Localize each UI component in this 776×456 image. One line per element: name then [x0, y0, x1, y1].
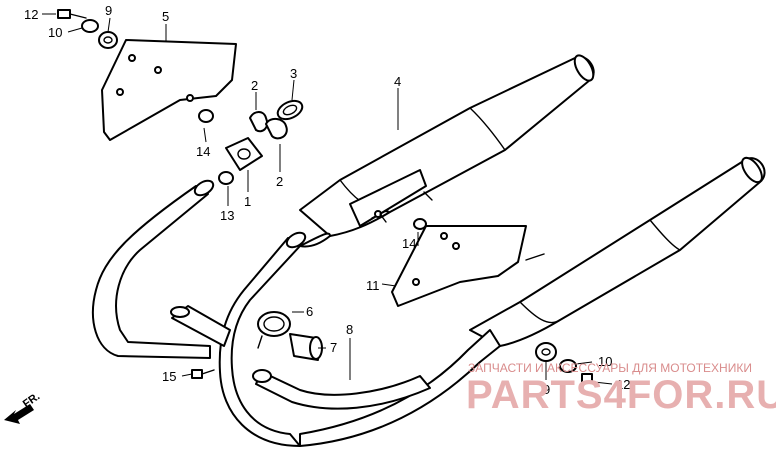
ring-3: [276, 99, 304, 121]
callout-2-top: 2: [251, 78, 258, 93]
gasket-2: [249, 111, 288, 140]
callout-13: 13: [220, 208, 234, 223]
rubber-9-lower: [535, 342, 557, 362]
watermark-brand: PARTS4FOR.RU: [466, 373, 776, 417]
nut-14-lower: [413, 218, 427, 230]
bolt-12-lower: [581, 373, 593, 384]
muffler-stays: [349, 169, 433, 227]
direction-label: FR.: [21, 390, 42, 410]
bolt-12-top: [57, 9, 87, 19]
callout-10-top: 10: [48, 25, 62, 40]
front-direction-arrow: FR.: [4, 390, 42, 424]
callout-2-bottom: 2: [276, 174, 283, 189]
callout-14-lower: 14: [402, 236, 416, 251]
callout-9-top: 9: [105, 3, 112, 18]
callout-10-lower: 10: [598, 354, 612, 369]
leader-lines: [42, 13, 613, 385]
nut-14-top: [198, 109, 214, 123]
callout-7: 7: [330, 340, 337, 355]
protector-7: [289, 333, 323, 361]
callout-4: 4: [394, 74, 401, 89]
watermark-top-text: ЗАПЧАСТИ И АКСЕССУАРЫ ДЛЯ МОТОТЕХНИКИ: [468, 361, 752, 375]
band-6: [257, 311, 291, 349]
callout-9-lower: 9: [543, 382, 550, 397]
bracket-5: [101, 39, 237, 141]
callout-1: 1: [244, 194, 251, 209]
rubber-9-top: [98, 31, 118, 49]
washer-10-lower: [559, 359, 577, 373]
callouts: 12 10 9 5 2 3 4 14 2 1 13 14 11 6 7 8 15…: [24, 3, 630, 397]
exhaust-pipes: [92, 179, 501, 447]
callout-3: 3: [290, 66, 297, 81]
callout-6: 6: [306, 304, 313, 319]
watermark: ЗАПЧАСТИ И АКСЕССУАРЫ ДЛЯ МОТОТЕХНИКИ PA…: [466, 361, 776, 417]
callout-12-top: 12: [24, 7, 38, 22]
bolt-15: [191, 369, 215, 379]
callout-5: 5: [162, 9, 169, 24]
callout-8: 8: [346, 322, 353, 337]
callout-14-top: 14: [196, 144, 210, 159]
nut-13: [218, 171, 234, 185]
washer-10-top: [81, 19, 99, 33]
callout-11: 11: [366, 278, 380, 293]
flange-1: [225, 137, 263, 171]
right-muffler: [469, 156, 766, 347]
callout-12-lower: 12: [616, 377, 630, 392]
bracket-11: [391, 225, 545, 307]
callout-15: 15: [162, 369, 176, 384]
left-muffler: [299, 54, 595, 237]
